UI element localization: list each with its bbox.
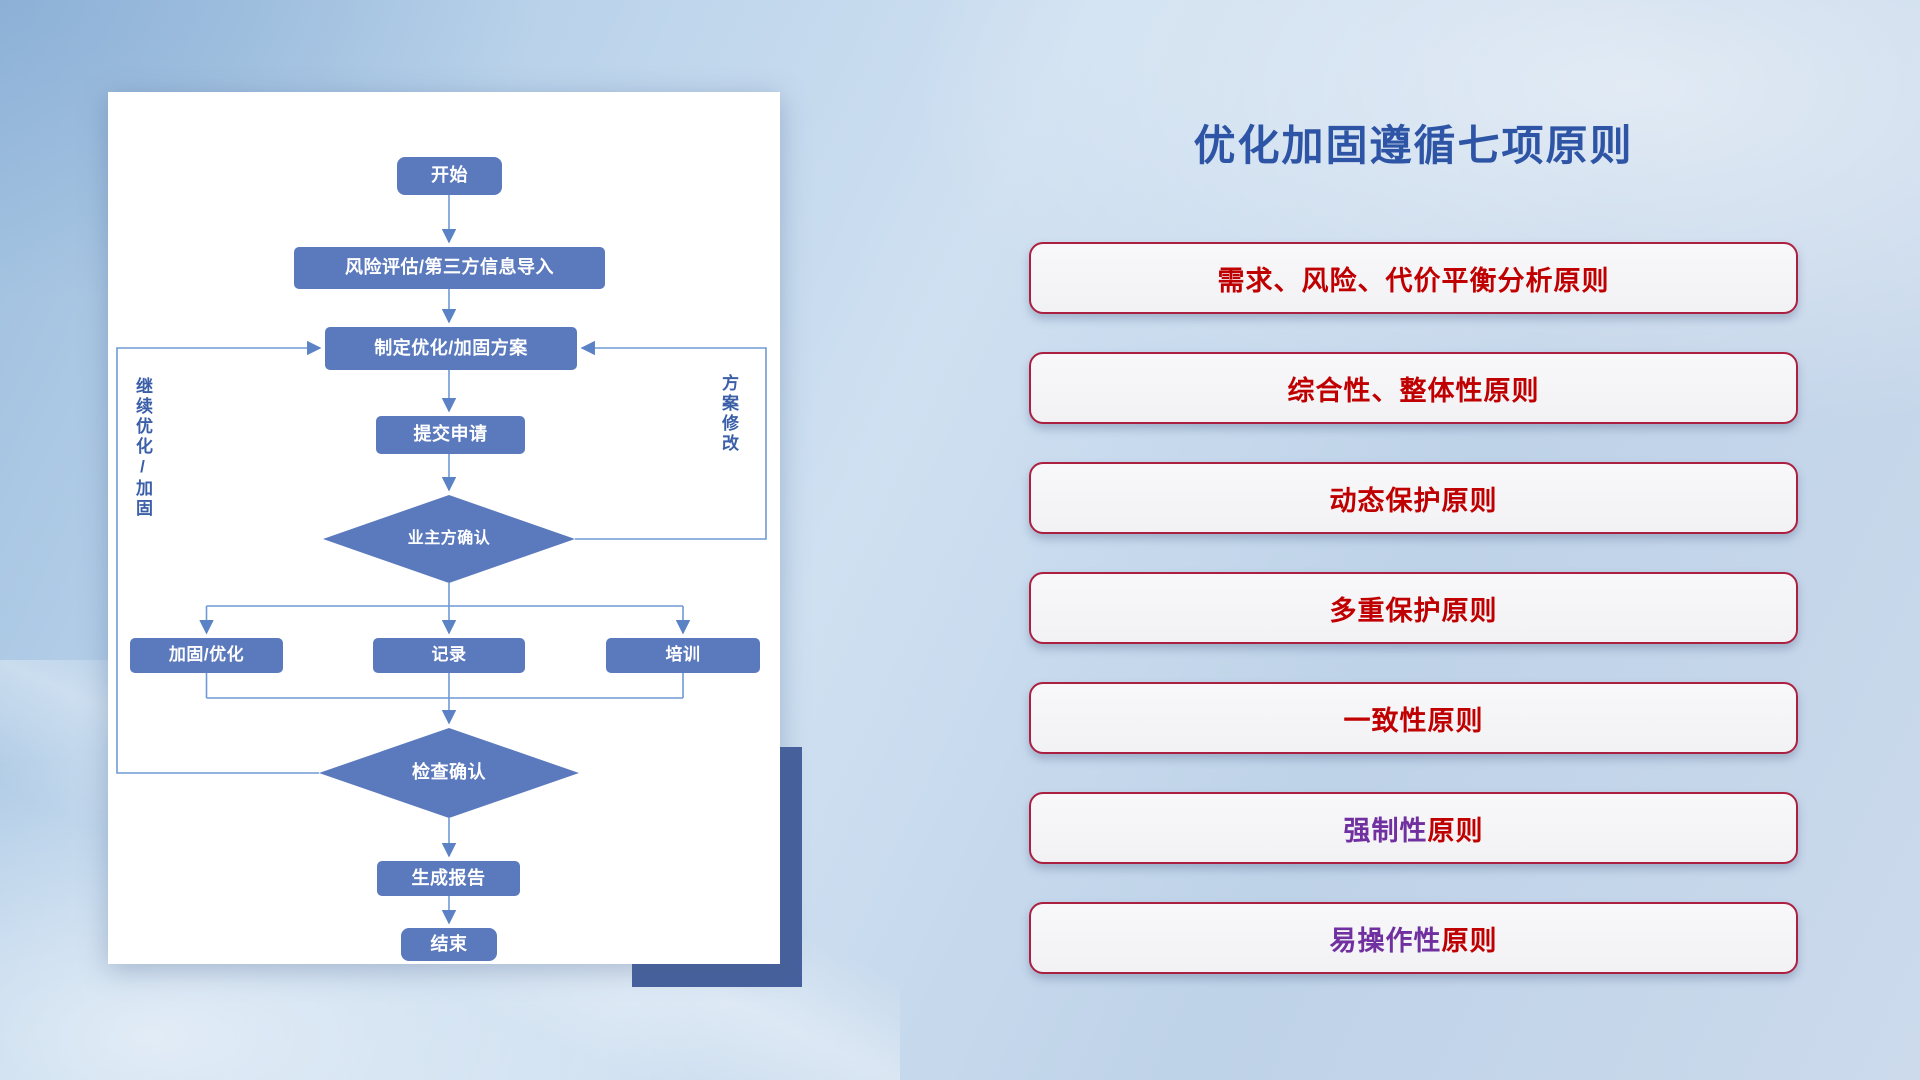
principle-text: 原则 [1441, 925, 1498, 956]
flow-label-continue-loop: 继续优化/加固 [133, 377, 152, 519]
flow-node-end: 结束 [401, 928, 497, 961]
principle-text: 原则 [1427, 815, 1484, 846]
flowchart-card: 开始 风险评估/第三方信息导入 制定优化/加固方案 提交申请 业主方确认 加固/… [108, 92, 780, 964]
principle-text: 多重保护原则 [1329, 595, 1498, 626]
principle-text: 动态保护原则 [1329, 485, 1498, 516]
principle-item: 易操作性原则 [1029, 902, 1798, 974]
principle-text: 易操作性 [1329, 925, 1442, 956]
principle-text: 综合性、整体性原则 [1287, 375, 1540, 406]
principle-text: 强制性 [1343, 815, 1428, 846]
panel-title: 优化加固遵循七项原则 [1193, 122, 1634, 169]
flow-node-risk-import: 风险评估/第三方信息导入 [294, 247, 605, 289]
principle-text: 一致性原则 [1343, 705, 1484, 736]
flow-node-plan: 制定优化/加固方案 [325, 327, 577, 370]
flow-node-training: 培训 [606, 638, 760, 673]
flow-node-report: 生成报告 [377, 861, 520, 896]
principle-text: 需求、风险、代价平衡分析原则 [1217, 265, 1610, 296]
principles-list: 需求、风险、代价平衡分析原则综合性、整体性原则动态保护原则多重保护原则一致性原则… [1029, 242, 1798, 974]
flow-node-start: 开始 [397, 157, 502, 195]
flow-label-plan-modify-loop: 方案修改 [719, 374, 738, 454]
flow-node-harden: 加固/优化 [130, 638, 283, 673]
principle-item: 多重保护原则 [1029, 572, 1798, 644]
principle-item: 动态保护原则 [1029, 462, 1798, 534]
flowchart-connectors [116, 195, 767, 925]
principle-item: 需求、风险、代价平衡分析原则 [1029, 242, 1798, 314]
flow-node-submit: 提交申请 [376, 416, 525, 454]
principle-item: 强制性原则 [1029, 792, 1798, 864]
principle-item: 综合性、整体性原则 [1029, 352, 1798, 424]
principle-item: 一致性原则 [1029, 682, 1798, 754]
flow-node-record: 记录 [373, 638, 525, 673]
